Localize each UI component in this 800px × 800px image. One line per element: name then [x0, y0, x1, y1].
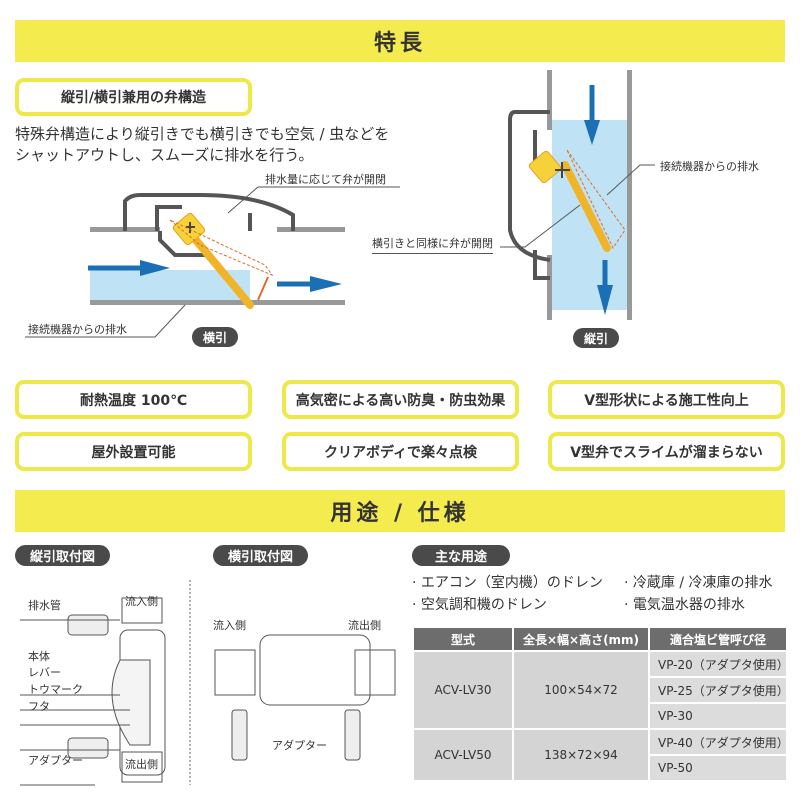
cell-size: 138×72×94 — [512, 728, 650, 782]
cell-model: ACV-LV30 — [412, 650, 514, 730]
badge-vertical: 縦引 — [583, 332, 608, 346]
use-item: · 空気調和機のドレン — [412, 597, 547, 613]
use-item: · 冷蔵庫 / 冷凍庫の排水 — [624, 575, 773, 591]
table-row: VP-30 — [413, 702, 788, 730]
label-tow-mark: トウマーク — [28, 683, 83, 696]
label-lever: レバー — [28, 666, 61, 679]
badge-horizontal: 横引 — [202, 331, 227, 345]
spec-banner: 用途 / 仕様 — [15, 490, 785, 532]
use-item: · 電気温水器の排水 — [624, 597, 745, 613]
cell-pipe: VP-25（アダプタ使用） — [648, 676, 789, 704]
label-body: 本体 — [28, 650, 50, 663]
valve-description: 特殊弁構造により縦引きでも横引きでも空気 / 虫などを シャットアウトし、スムー… — [15, 124, 389, 166]
use-item: · エアコン（室内機）のドレン — [412, 575, 603, 591]
table-row: VP-50 — [413, 754, 788, 782]
vertical-valve-diagram — [508, 70, 655, 348]
label-valve-open: 排水量に応じて弁が開閉 — [265, 173, 386, 186]
cell-pipe: VP-20（アダプタ使用） — [648, 650, 789, 678]
features-banner: 特長 — [15, 20, 785, 62]
cell-pipe: VP-40（アダプタ使用） — [648, 728, 789, 756]
feature-v-shape: V型形状による施工性向上 — [548, 380, 785, 419]
feature-heat: 耐熱温度 100℃ — [15, 380, 252, 419]
table-row: ACV-LV50 138×72×94 VP-40（アダプタ使用） — [412, 728, 789, 782]
label-drain-pipe: 排水管 — [28, 599, 61, 612]
feature-clear-body: クリアボディで楽々点検 — [282, 432, 519, 471]
desc-line: 特殊弁構造により縦引きでも横引きでも空気 / 虫などを — [15, 125, 390, 143]
label-drain-horizontal: 接続機器からの排水 — [28, 323, 127, 336]
horizontal-valve-diagram — [25, 186, 400, 347]
desc-line: シャットアウトし、スムーズに排水を行う。 — [15, 146, 314, 164]
cell-size: 100×54×72 — [512, 650, 650, 730]
header-model: 型式 — [412, 626, 514, 652]
spec-table: 型式 全長×幅×高さ(mm) 適合塩ビ管呼び径 ACV-LV30 100×54×… — [412, 626, 789, 782]
label-adapter: アダプター — [28, 754, 83, 767]
label-h-adapter: アダプター — [272, 739, 327, 752]
cell-model: ACV-LV50 — [412, 728, 514, 782]
valve-structure-title: 縦引/横引兼用の弁構造 — [15, 78, 252, 116]
cell-pipe: VP-50 — [648, 754, 788, 782]
table-row: ACV-LV30 100×54×72 VP-20（アダプタ使用） — [412, 650, 789, 730]
label-outlet: 流出側 — [125, 758, 158, 771]
label-lid: フタ — [28, 700, 50, 713]
table-header: 型式 全長×幅×高さ(mm) 適合塩ビ管呼び径 — [412, 626, 788, 652]
header-size: 全長×幅×高さ(mm) — [512, 626, 650, 652]
leader-line — [500, 204, 581, 248]
feature-v-valve: V型弁でスライムが溜まらない — [548, 432, 785, 471]
header-pipe: 適合塩ビ管呼び径 — [648, 626, 788, 652]
uses-title: 主な用途 — [412, 545, 510, 566]
label-inlet: 流入側 — [125, 595, 158, 608]
feature-outdoor: 屋外設置可能 — [15, 432, 252, 471]
feature-airtight: 高気密による高い防臭・防虫効果 — [282, 380, 519, 419]
vertical-install-title: 縦引取付図 — [15, 545, 110, 566]
cell-pipe: VP-30 — [648, 702, 788, 730]
label-drain-vertical: 接続機器からの排水 — [660, 160, 759, 173]
label-h-inlet: 流入側 — [213, 619, 246, 632]
install-diagrams — [20, 580, 396, 786]
label-valve-open-vertical: 横引きと同様に弁が開閉 — [372, 235, 493, 254]
table-row: VP-25（アダプタ使用） — [413, 676, 789, 704]
label-h-outlet: 流出側 — [348, 619, 381, 632]
horizontal-install-title: 横引取付図 — [213, 545, 308, 566]
